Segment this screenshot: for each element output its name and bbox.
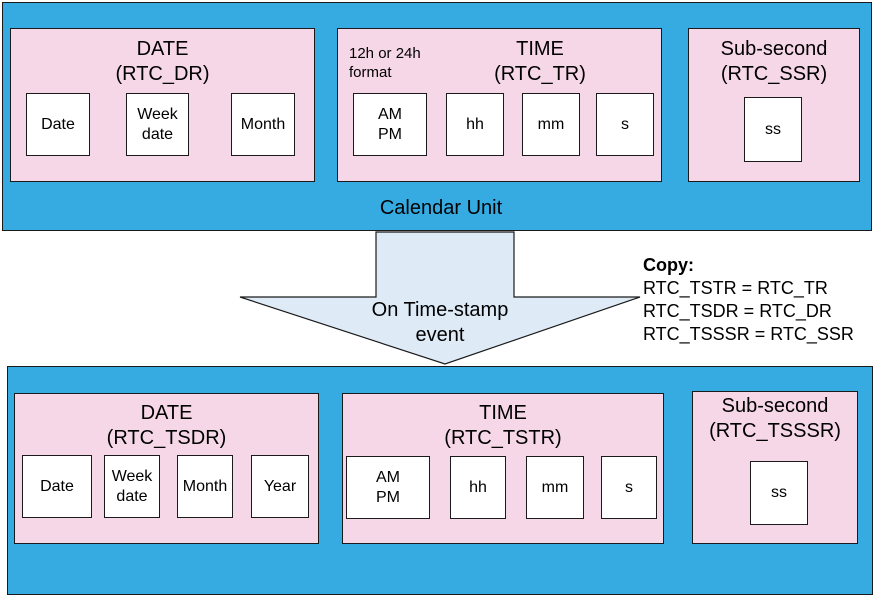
ts-time-register-title: TIME (RTC_TSTR) xyxy=(444,402,562,449)
date-register-title: DATE (RTC_DR) xyxy=(115,38,210,85)
ts-date-register-title: DATE (RTC_TSDR) xyxy=(106,402,227,449)
copy-heading: Copy: xyxy=(643,255,694,275)
seconds-field: s xyxy=(596,93,654,156)
copy-line-tstr: RTC_TSTR = RTC_TR xyxy=(643,278,828,298)
subsecond-field: ss xyxy=(744,97,802,162)
minutes-field: mm xyxy=(522,93,580,156)
ts-subsecond-register-title: Sub-second (RTC_TSSSR) xyxy=(709,395,841,442)
copy-line-tsdr: RTC_TSDR = RTC_DR xyxy=(643,301,832,321)
hours-field: hh xyxy=(446,93,504,156)
am-pm-field: AM PM xyxy=(353,93,427,156)
ts-year-field: Year xyxy=(251,455,309,518)
copy-mapping: Copy: RTC_TSTR = RTC_TR RTC_TSDR = RTC_D… xyxy=(643,254,854,346)
month-field: Month xyxy=(231,93,295,156)
date-field: Date xyxy=(26,93,90,156)
ts-week-date-field: Week date xyxy=(104,455,160,518)
copy-line-tsssr: RTC_TSSSR = RTC_SSR xyxy=(643,324,854,344)
ts-minutes-field: mm xyxy=(526,456,584,519)
timestamp-event-label: On Time-stamp event xyxy=(371,299,509,346)
subsecond-register-title: Sub-second (RTC_SSR) xyxy=(720,38,828,85)
week-date-field: Week date xyxy=(126,93,189,156)
ts-date-field: Date xyxy=(22,455,92,518)
ts-seconds-field: s xyxy=(601,456,657,519)
calendar-unit-label: Calendar Unit xyxy=(379,197,503,219)
ts-hours-field: hh xyxy=(450,456,506,519)
ts-am-pm-field: AM PM xyxy=(346,456,430,519)
time-format-note: 12h or 24h format xyxy=(349,45,421,81)
time-register-title: TIME (RTC_TR) xyxy=(494,38,586,85)
ts-month-field: Month xyxy=(177,455,233,518)
ts-subsecond-field: ss xyxy=(750,461,808,525)
